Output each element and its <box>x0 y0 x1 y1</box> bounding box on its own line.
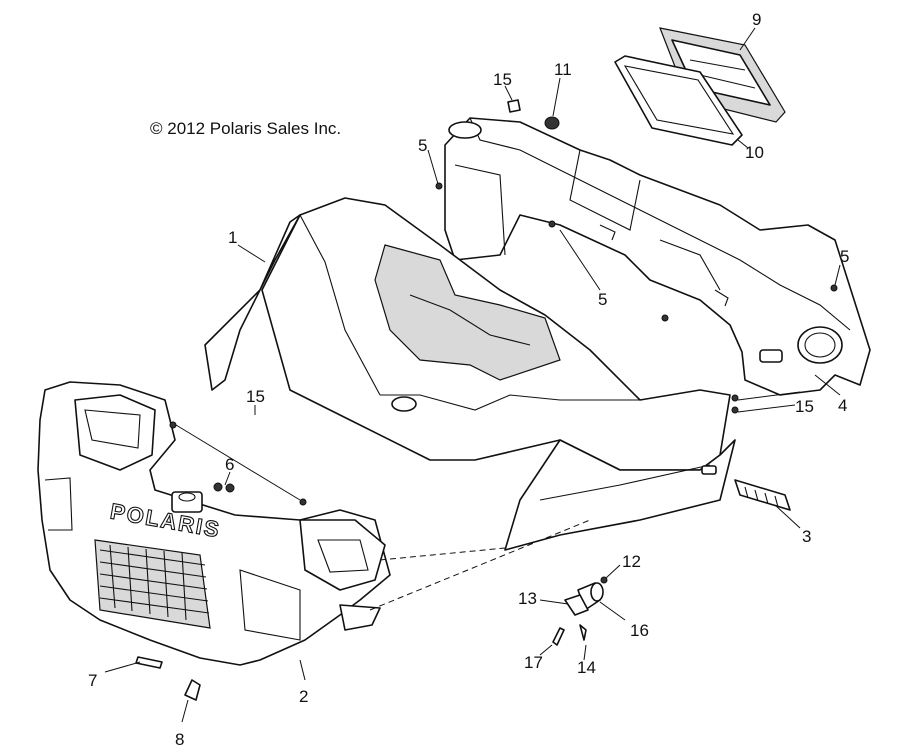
leader-lines <box>104 27 841 723</box>
callout-labels: 1 2 3 4 5 5 5 6 7 8 9 10 11 12 13 14 15 … <box>88 10 849 749</box>
callout-9: 9 <box>752 10 761 29</box>
part-6-fasteners <box>213 482 235 493</box>
callout-5-top: 5 <box>418 136 427 155</box>
part-5-screws <box>435 182 838 322</box>
phantom-lines <box>369 519 591 611</box>
part-3-connector <box>734 479 791 511</box>
callout-6: 6 <box>225 455 234 474</box>
callout-5-right: 5 <box>840 247 849 266</box>
part-11-grommet <box>544 116 560 130</box>
callout-1: 1 <box>228 228 237 247</box>
copyright-text: © 2012 Polaris Sales Inc. <box>150 119 341 138</box>
callout-7: 7 <box>88 671 97 690</box>
callout-14: 14 <box>577 658 596 677</box>
callout-17: 17 <box>524 653 543 672</box>
callout-15-left: 15 <box>246 387 265 406</box>
part-7-pin <box>135 656 163 669</box>
part-8-clip <box>184 679 201 701</box>
callout-4: 4 <box>838 396 847 415</box>
part-17-pin <box>552 627 565 646</box>
part-14-clip <box>579 624 587 641</box>
callout-15-right: 15 <box>795 397 814 416</box>
part-10-bezel-seal <box>614 55 743 146</box>
callout-8: 8 <box>175 730 184 749</box>
callout-13: 13 <box>518 589 537 608</box>
part-12-screw <box>600 576 608 584</box>
callout-2: 2 <box>299 687 308 706</box>
part-4-dash-panel <box>444 117 871 396</box>
part-13-bracket <box>564 594 589 616</box>
part-15-screws <box>169 99 739 506</box>
callout-10: 10 <box>745 143 764 162</box>
part-2-front-bumper: POLARIS <box>37 381 391 666</box>
callout-12: 12 <box>622 552 641 571</box>
callout-3: 3 <box>802 527 811 546</box>
part-1-hood <box>204 197 736 551</box>
callout-16: 16 <box>630 621 649 640</box>
callout-11: 11 <box>554 60 572 79</box>
callout-5-middle: 5 <box>598 290 607 309</box>
callout-15-top: 15 <box>493 70 512 89</box>
